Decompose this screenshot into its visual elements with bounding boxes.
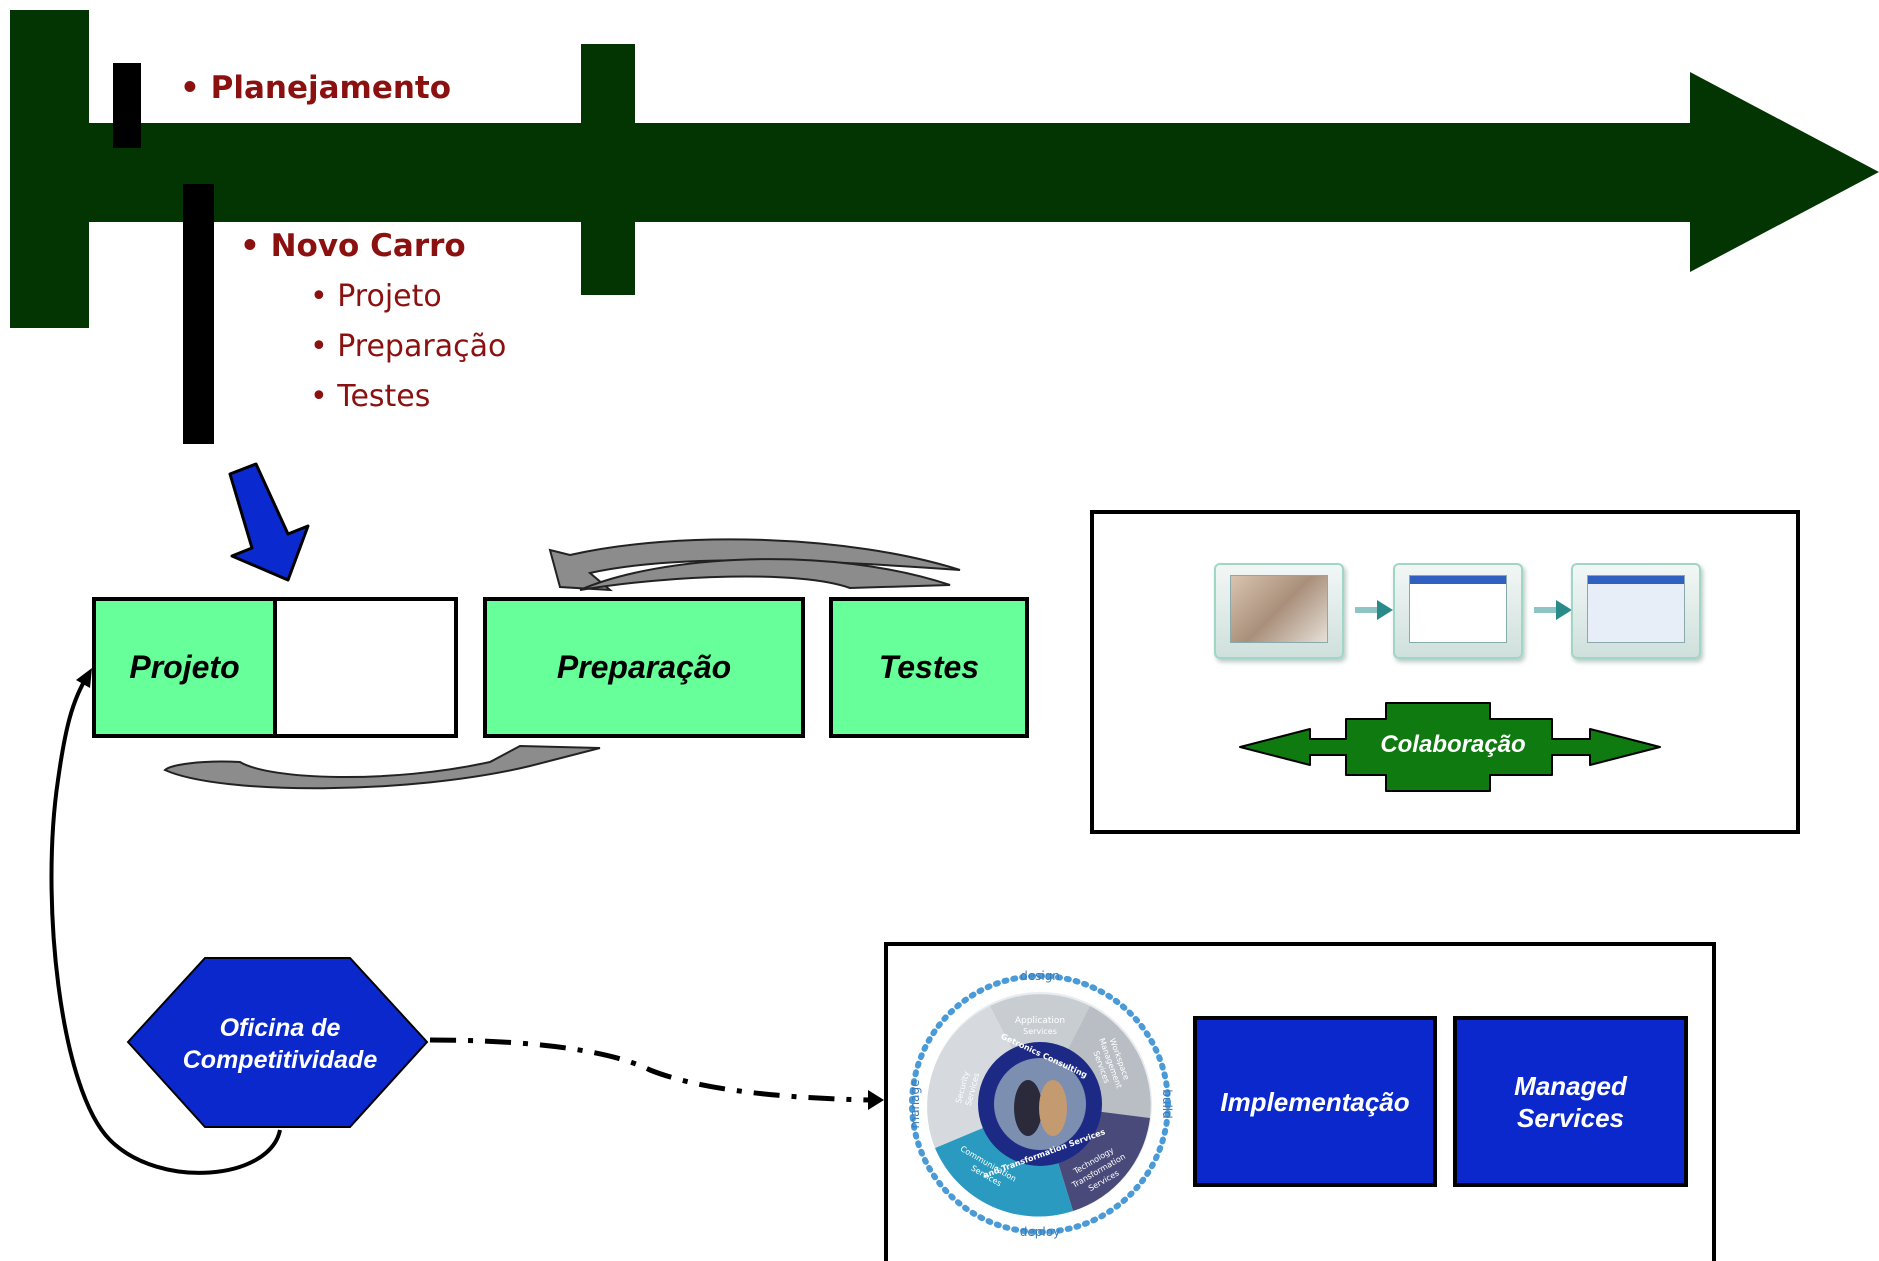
- sub-item-projeto: • Projeto: [310, 279, 442, 314]
- curved-arrow-top-icon: [548, 538, 961, 592]
- preparacao-box: Preparação: [483, 597, 805, 738]
- ring-design: design: [1020, 969, 1060, 983]
- oficina-label-line2: Competitividade: [182, 1046, 378, 1074]
- timeline-arrow-body: [10, 72, 1879, 272]
- timeline-start-bar: [10, 10, 89, 328]
- ring-deploy: deploy: [1020, 1225, 1060, 1239]
- dash-dot-arrow: [429, 1037, 871, 1103]
- planejamento-marker: [113, 63, 141, 148]
- managed-label-line1: Managed: [1514, 1070, 1627, 1101]
- sub-item-preparacao: • Preparação: [310, 329, 507, 364]
- screen-2: [1587, 575, 1685, 643]
- services-wheel: design deploy manage build Application S…: [908, 969, 1174, 1239]
- novo-carro-label: • Novo Carro: [240, 228, 466, 264]
- novo-carro-marker: [183, 184, 214, 444]
- ring-build: build: [1160, 1089, 1174, 1119]
- implementacao-label: Implementação: [1220, 1086, 1410, 1117]
- projeto-box: Projeto: [92, 597, 277, 738]
- implementacao-box: Implementação: [1193, 1016, 1437, 1187]
- people-photo: [1230, 575, 1328, 643]
- testes-box: Testes: [829, 597, 1029, 738]
- planejamento-label: • Planejamento: [180, 70, 452, 106]
- screen-thumbnail-1: [1393, 563, 1523, 659]
- preparacao-label: Preparação: [556, 649, 732, 685]
- blue-down-arrow-icon: [228, 462, 310, 582]
- segment-application-sub: Services: [1023, 1027, 1057, 1036]
- projeto-label: Projeto: [129, 649, 240, 685]
- managed-services-box: Managed Services: [1453, 1016, 1688, 1187]
- curved-arrow-bottom-icon: [163, 744, 601, 790]
- screen-1: [1409, 575, 1507, 643]
- timeline-milestone-bar: [581, 44, 635, 295]
- colaboracao-label: Colaboração: [1380, 731, 1526, 758]
- oficina-label: Oficina de Competitividade: [140, 1012, 420, 1076]
- managed-label-line2: Services: [1517, 1102, 1624, 1133]
- collab-arrow-1-icon: [1355, 600, 1393, 620]
- dash-dot-arrowhead-icon: [868, 1090, 884, 1110]
- ring-manage: manage: [908, 1079, 922, 1128]
- collaboration-arrow: [1239, 702, 1661, 792]
- testes-label: Testes: [878, 649, 980, 685]
- projeto-empty-box: [273, 597, 458, 738]
- collab-arrow-2-icon: [1534, 600, 1572, 620]
- sub-item-testes: • Testes: [310, 379, 431, 414]
- loop-back-arrowhead-icon: [76, 668, 92, 688]
- segment-application: Application: [1015, 1016, 1065, 1026]
- screen-thumbnail-2: [1571, 563, 1701, 659]
- people-photo-thumbnail: [1214, 563, 1344, 659]
- timeline-arrow: [10, 10, 1879, 444]
- oficina-label-line1: Oficina de: [219, 1014, 341, 1042]
